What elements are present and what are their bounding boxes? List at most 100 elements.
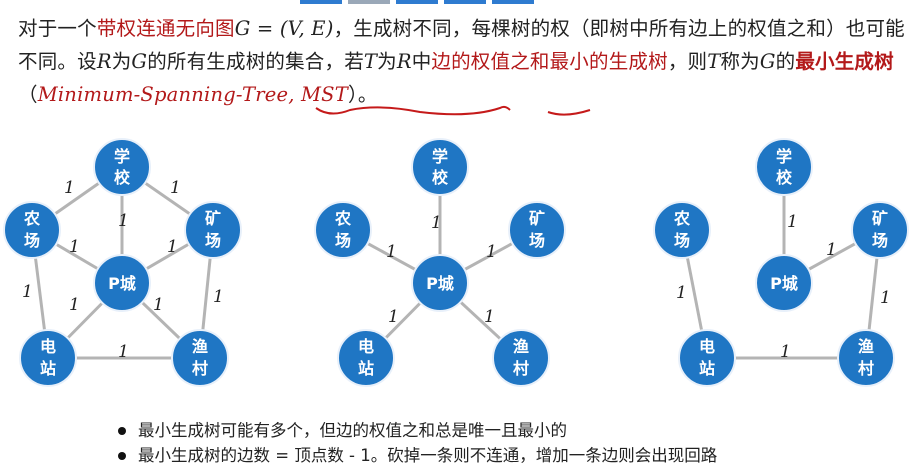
node-label: 站 [40, 359, 56, 378]
text: ，则 [667, 50, 708, 73]
text: ） [347, 83, 358, 106]
math-G: G [759, 50, 776, 73]
math-G: G [131, 50, 148, 73]
node-school: 学 校 [411, 138, 469, 196]
edge-weight: 1 [64, 178, 75, 198]
bullet-text: 最小生成树的边数 = 顶点数 - 1。砍掉一条则不连通，增加一条边则会出现回路 [138, 446, 718, 465]
graph-mst-star: 1 1 1 1 1 学 校 农 场 矿 场 P城 [314, 138, 566, 387]
text: 的 [775, 50, 796, 73]
node-label: 村 [513, 359, 529, 378]
node-station: 电 站 [337, 329, 395, 387]
definition-paragraph: 对于一个带权连通无向图G = (V, E)，生成树不同，每棵树的权（即树中所有边… [18, 12, 908, 111]
text: 为 [377, 50, 397, 73]
edge-weight: 1 [170, 178, 181, 198]
node-label: 学 [432, 147, 448, 166]
node-label: P城 [770, 274, 798, 293]
node-village: 渔 村 [171, 329, 229, 387]
text: 为 [111, 50, 132, 73]
node-label: 矿 [529, 209, 545, 228]
node-label: 站 [358, 359, 374, 378]
node-label: 渔 [192, 337, 208, 356]
node-label: 场 [674, 231, 690, 250]
edge-weight: 1 [22, 282, 33, 302]
node-label: 村 [192, 359, 208, 378]
edge-weight: 1 [167, 237, 178, 257]
node-school: 学 校 [93, 138, 151, 196]
math-T: T [363, 50, 378, 73]
list-item: 最小生成树的边数 = 顶点数 - 1。砍掉一条则不连通，增加一条边则会出现回路 [118, 443, 717, 468]
highlight-mst: 最小生成树 [795, 50, 894, 73]
edge-weight: 1 [880, 288, 891, 308]
math-graph: G = (V, E) [234, 17, 334, 40]
topbar-segment [444, 0, 486, 4]
graph-mst-path: 1 1 1 1 1 学 校 农 场 矿 场 P城 [653, 138, 909, 387]
node-label: 站 [699, 359, 715, 378]
edge-weight: 1 [69, 295, 80, 315]
edge-weight: 1 [431, 213, 442, 233]
node-label: 农 [334, 209, 351, 228]
node-mine: 矿 场 [184, 201, 242, 259]
node-label: 场 [205, 231, 221, 250]
node-label: 校 [432, 168, 449, 187]
topbar-segment [396, 0, 438, 4]
node-label: 学 [114, 147, 130, 166]
node-label: 电 [699, 337, 715, 356]
node-city: P城 [93, 254, 151, 312]
node-village: 渔 村 [492, 329, 550, 387]
edge-weight: 1 [388, 307, 399, 327]
highlight-weighted-graph: 带权连通无向图 [96, 17, 235, 40]
slide-top-bar [300, 0, 534, 4]
text: 。 [357, 83, 378, 106]
node-label: 场 [872, 231, 888, 250]
highlight-min-weight: 边的权值之和最小的生成树 [431, 50, 668, 73]
node-label: 电 [358, 337, 374, 356]
handwritten-underline [315, 105, 591, 116]
bullet-dot-icon [118, 426, 126, 435]
mst-english-term: Minimum-Spanning-Tree, MST [37, 83, 348, 106]
node-station: 电 站 [19, 329, 77, 387]
topbar-segment [300, 0, 342, 4]
edge-weight: 1 [118, 342, 129, 362]
edge-weight: 1 [484, 307, 495, 327]
underline-stroke [315, 105, 511, 116]
text: ，生成树不同，每棵树的权（即树中所有边上的权值之和）也可能不同。设 [18, 17, 905, 73]
node-school: 学 校 [755, 138, 813, 196]
edge-weight: 1 [118, 211, 129, 231]
node-mine: 矿 场 [851, 201, 909, 259]
node-farm: 农 场 [653, 201, 711, 259]
node-label: P城 [426, 274, 454, 293]
edge-weight: 1 [69, 237, 80, 257]
text: （ [18, 83, 38, 106]
math-R: R [396, 50, 412, 73]
node-mine: 矿 场 [508, 201, 566, 259]
edge-weight: 1 [787, 212, 798, 232]
node-label: 校 [776, 168, 793, 187]
node-label: 场 [24, 231, 40, 250]
topbar-segment [492, 0, 534, 4]
text: 中 [411, 50, 432, 73]
node-label: 农 [673, 209, 690, 228]
node-label: 学 [776, 147, 792, 166]
node-label: 校 [114, 168, 131, 187]
node-label: 电 [40, 337, 56, 356]
node-city: P城 [755, 254, 813, 312]
edge-weight: 1 [153, 295, 164, 315]
text: 的所有生成树的集合，若 [147, 50, 364, 73]
bullet-list: 最小生成树可能有多个，但边的权值之和总是唯一且最小的 最小生成树的边数 = 顶点… [118, 418, 717, 468]
node-village: 渔 村 [837, 329, 895, 387]
bullet-text: 最小生成树可能有多个，但边的权值之和总是唯一且最小的 [138, 421, 567, 440]
node-label: P城 [108, 274, 136, 293]
text: 对于一个 [18, 17, 97, 40]
text: 称为 [720, 50, 760, 73]
node-label: 村 [858, 359, 874, 378]
node-label: 矿 [872, 209, 888, 228]
edge-weight: 1 [826, 240, 837, 260]
node-label: 渔 [513, 337, 529, 356]
bullet-dot-icon [118, 451, 126, 460]
node-label: 农 [23, 209, 40, 228]
edge-weight: 1 [386, 242, 397, 262]
topbar-segment [348, 0, 390, 4]
edge-weight: 1 [486, 242, 497, 262]
edge-weight: 1 [213, 287, 224, 307]
